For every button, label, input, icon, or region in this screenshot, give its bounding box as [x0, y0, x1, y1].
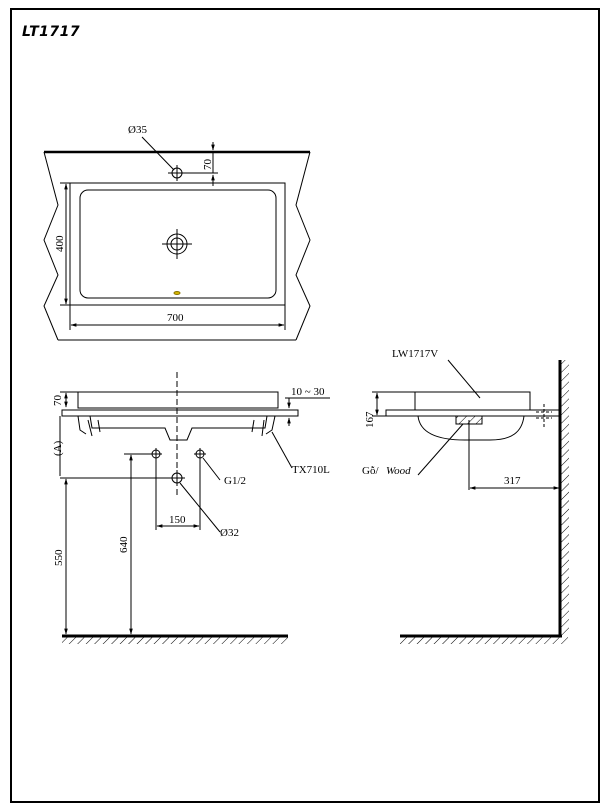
tap-offset-dim: 70: [202, 159, 214, 171]
hole-leader: [141, 136, 175, 171]
drain-height-dim: 550: [53, 549, 65, 566]
reference-a-label: (A): [52, 440, 64, 456]
counter-slab: [61, 409, 299, 417]
hole-diameter-label: Ø35: [128, 124, 147, 136]
g12-leader: [202, 457, 221, 481]
tx-leader: [271, 431, 293, 469]
basin-outer: [69, 182, 286, 306]
trap-model-label: TX710L: [292, 464, 330, 476]
wall-distance-dim: 317: [504, 475, 521, 487]
basin-bowl: [89, 415, 268, 441]
bracket-right: [251, 415, 276, 437]
depth-dim: 400: [54, 235, 66, 252]
front-view: [59, 372, 330, 644]
side-bowl: [417, 415, 525, 441]
side-counter: [385, 409, 561, 417]
wood-label-en: Wood: [386, 465, 411, 477]
wood-label-vi: Gỗ/: [362, 465, 379, 477]
break-line-right: [295, 151, 311, 341]
side-view: [372, 359, 569, 644]
wood-leader: [417, 423, 464, 476]
thread-label: G1/2: [224, 475, 246, 487]
side-basin-rim: [414, 391, 531, 411]
basin-inner: [79, 189, 277, 299]
drain-leader: [179, 482, 221, 533]
drain-diameter-label: Ø32: [220, 527, 239, 539]
valve-spacing-dim: 150: [169, 514, 186, 526]
top-view: [43, 136, 311, 341]
counter-thickness-dim: 10 ~ 30: [291, 386, 325, 398]
overflow-mark: [173, 291, 181, 295]
width-dim: 700: [167, 312, 184, 324]
valve-height-dim: 640: [118, 536, 130, 553]
model-code: LT1717: [22, 24, 81, 40]
drawing-frame: [10, 8, 600, 803]
basin-rim: [77, 391, 279, 409]
side-height-dim: 167: [364, 411, 376, 428]
lw-leader: [447, 359, 481, 399]
break-line-left: [43, 151, 59, 341]
front-height-dim: 70: [52, 395, 64, 407]
bracket-left: [77, 415, 101, 437]
basin-model-label: LW1717V: [392, 348, 438, 360]
